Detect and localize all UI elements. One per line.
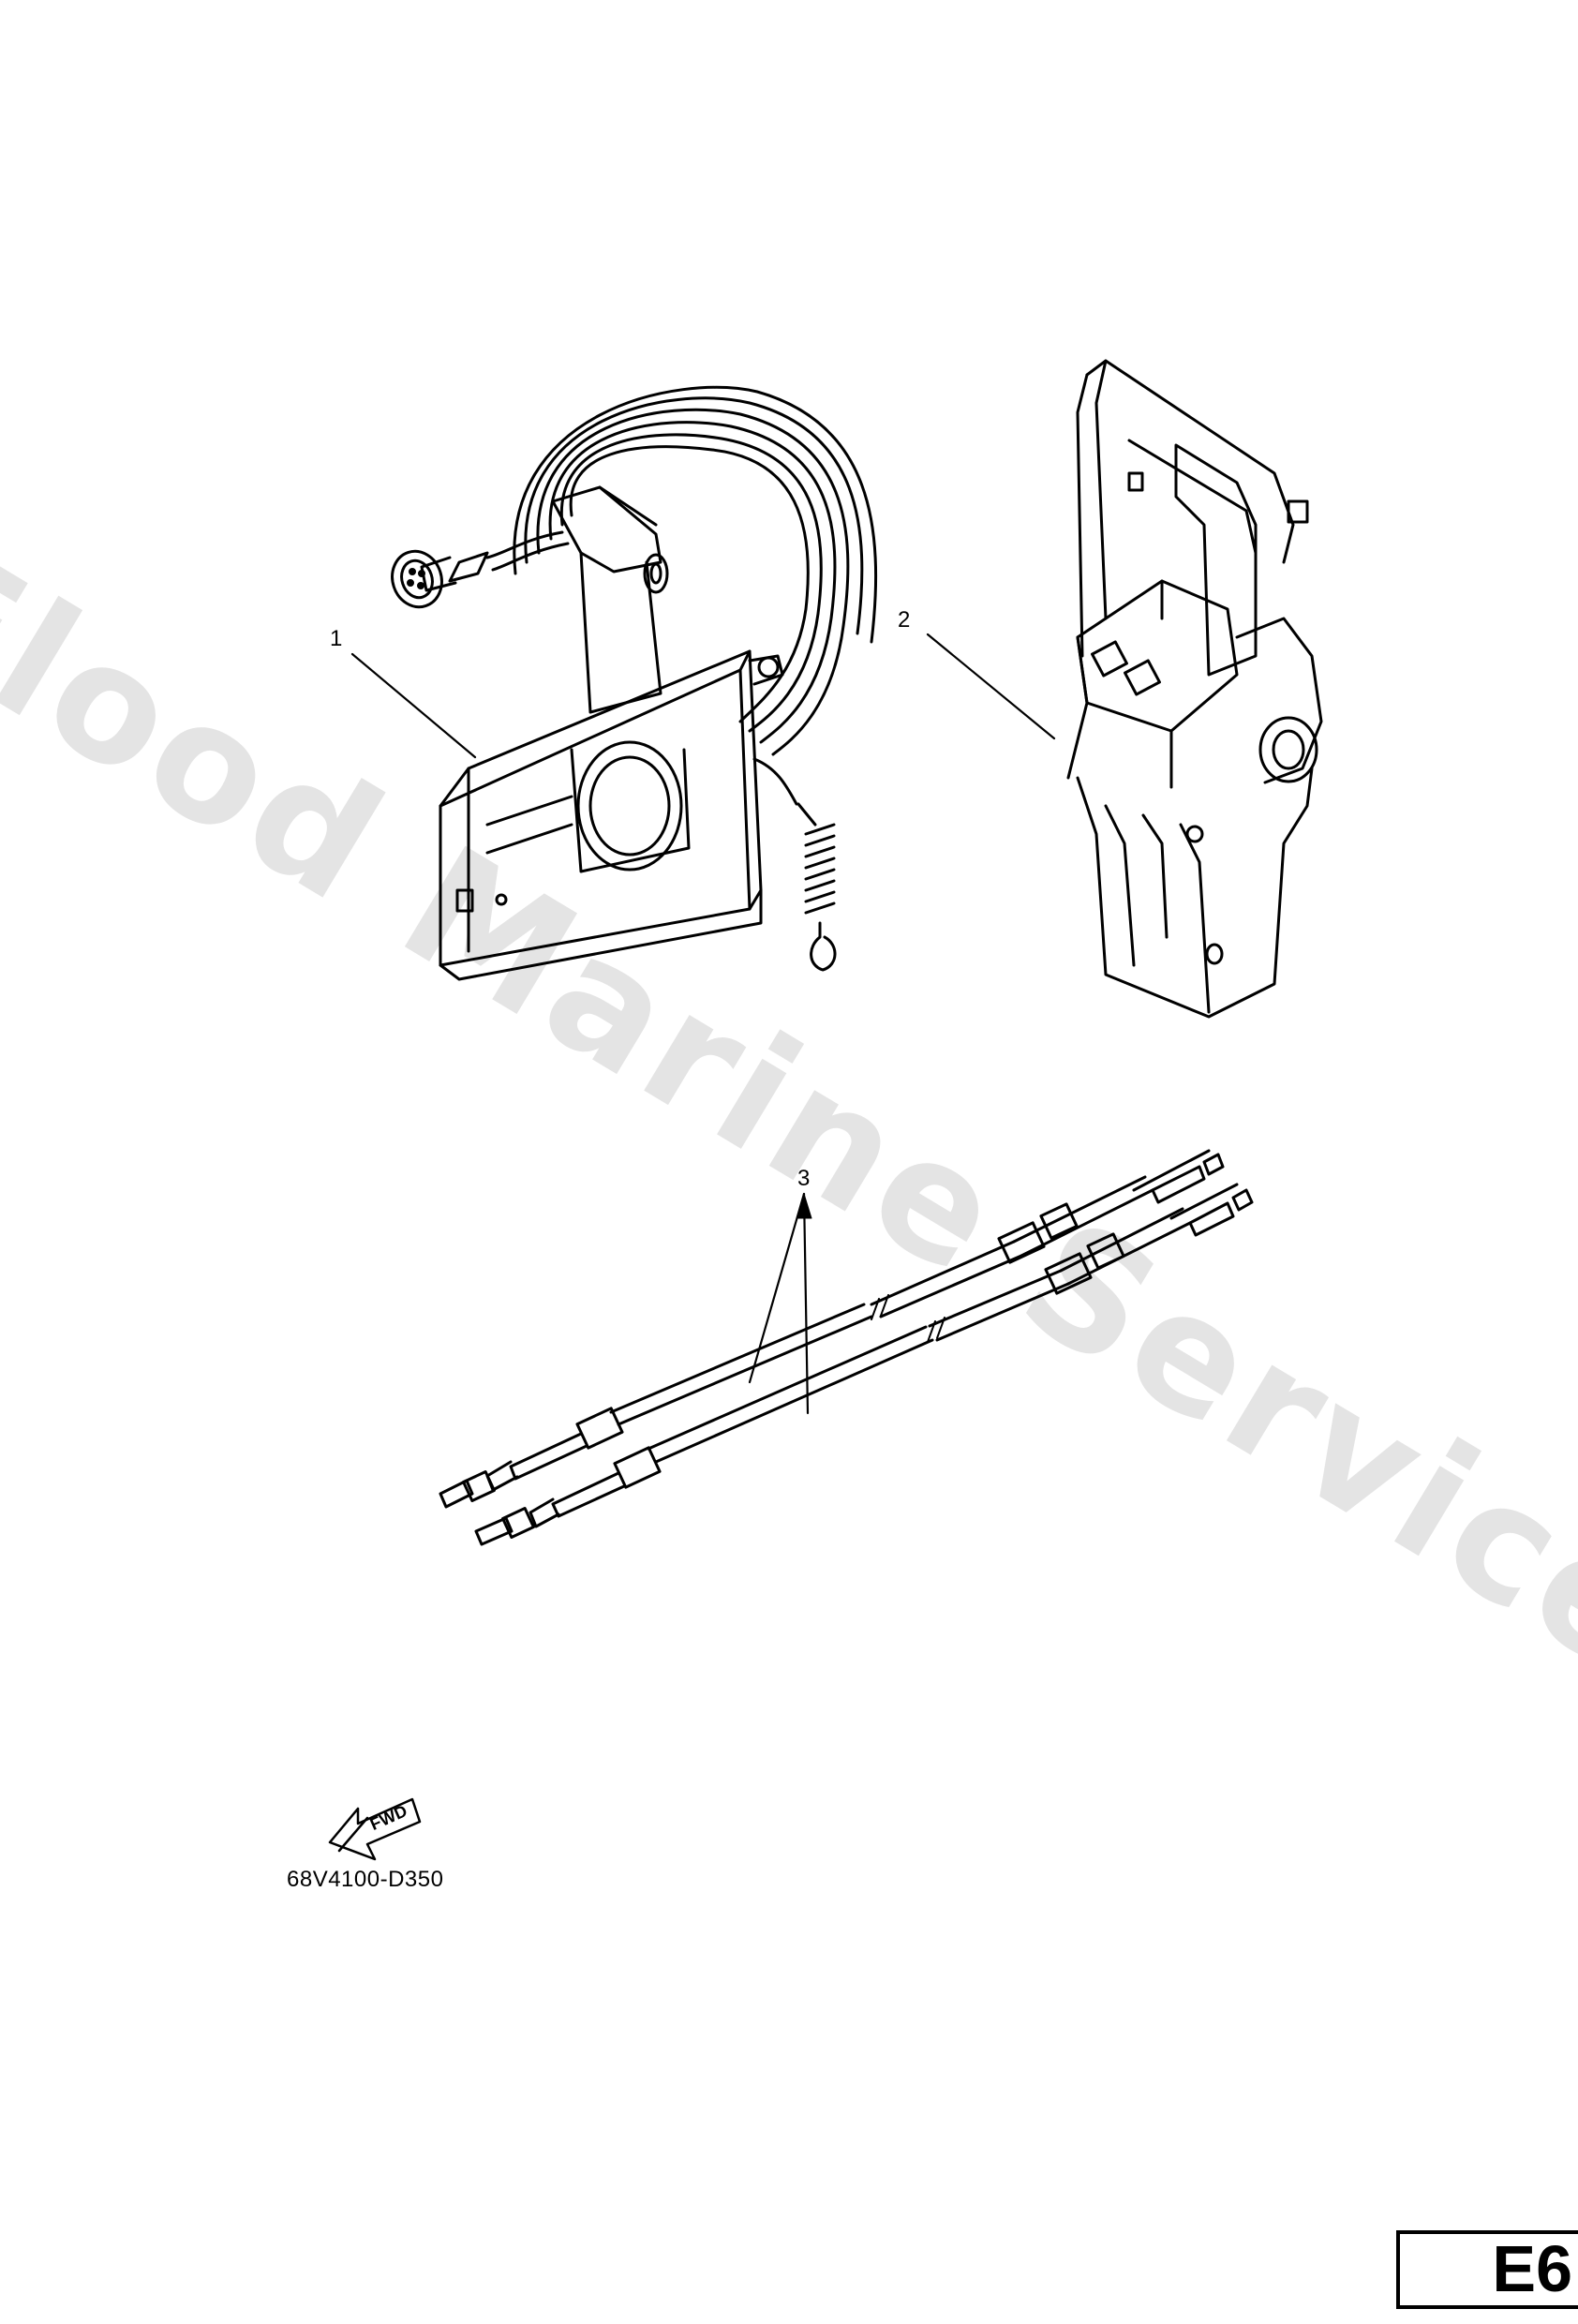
part-3-control-cables xyxy=(439,1149,1254,1546)
leader-line-3a xyxy=(748,1192,806,1384)
callout-1: 1 xyxy=(330,626,343,651)
part-2-binnacle-control xyxy=(1066,359,1323,1019)
callout-2: 2 xyxy=(898,607,911,633)
page-id: E6 xyxy=(1492,2232,1572,2305)
fwd-direction-arrow: FWD xyxy=(328,1797,422,1861)
leader-line-1 xyxy=(350,652,477,759)
leader-line-3b xyxy=(802,1192,810,1415)
leader-arrowhead-3 xyxy=(796,1193,812,1219)
page-id-box: E6 xyxy=(1396,2230,1578,2309)
leader-line-2 xyxy=(926,633,1056,740)
part-1-remote-control-box xyxy=(391,385,878,981)
part-code: 68V4100-D350 xyxy=(287,1867,444,1892)
callout-3: 3 xyxy=(797,1166,811,1191)
